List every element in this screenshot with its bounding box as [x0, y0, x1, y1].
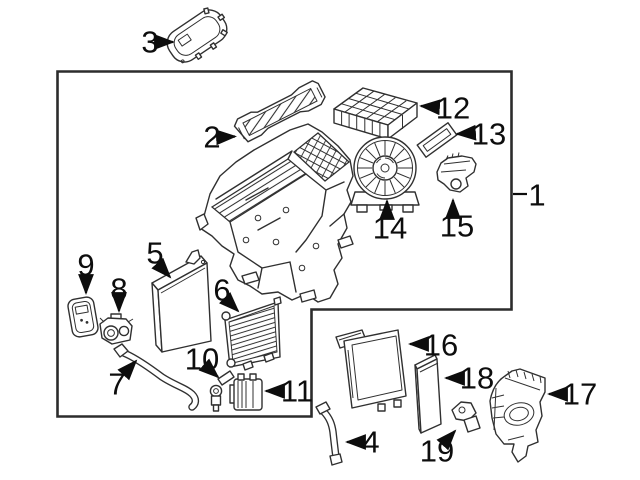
callout-4[interactable]: 4: [345, 425, 380, 460]
callout-14-label[interactable]: 14: [373, 211, 407, 246]
callout-15-label[interactable]: 15: [440, 209, 474, 244]
callout-9-label[interactable]: 9: [77, 248, 94, 283]
callout-2-arrow: [215, 129, 237, 146]
callout-6-label[interactable]: 6: [213, 273, 230, 308]
callout-18[interactable]: 18: [444, 361, 494, 396]
callout-5-arrow: [151, 257, 172, 279]
callout-3[interactable]: 3: [141, 25, 175, 60]
callout-10-arrow: [198, 358, 220, 379]
part-18-filter-element: [414, 354, 442, 434]
callout-12-arrow: [419, 99, 441, 116]
part-4-drain-hose: [315, 401, 343, 466]
callout-5[interactable]: 5: [146, 236, 172, 279]
callout-13-label[interactable]: 13: [472, 117, 506, 152]
callout-16-label[interactable]: 16: [424, 328, 458, 363]
callout-6-arrow: [219, 292, 240, 313]
callout-17-label[interactable]: 17: [563, 377, 597, 412]
part-16-lower-duct-housing: [335, 329, 407, 412]
callout-16[interactable]: 16: [408, 328, 458, 363]
callout-6[interactable]: 6: [213, 273, 240, 313]
part-19-sensor: [451, 401, 481, 433]
part-8-servo-motor: [99, 313, 134, 345]
part-10-drain-valve: [209, 370, 235, 412]
part-9-control-module: [67, 296, 99, 338]
callout-2[interactable]: 2: [203, 120, 237, 155]
callout-13-arrow: [455, 124, 477, 141]
callout-8[interactable]: 8: [110, 272, 128, 313]
part-17-actuator-housing: [489, 368, 546, 463]
part-5-evaporator-core: [151, 249, 212, 353]
callout-10[interactable]: 10: [185, 342, 220, 379]
callout-2-label[interactable]: 2: [203, 120, 220, 155]
part-3-mounting-seal: [166, 7, 228, 64]
callout-13[interactable]: 13: [455, 117, 506, 152]
callout-19[interactable]: 19: [420, 429, 457, 469]
part-7-drain-hose: [113, 343, 200, 411]
callout-12[interactable]: 12: [419, 91, 470, 126]
callout-11-label[interactable]: 11: [281, 374, 313, 409]
part-2-cover-grille: [233, 80, 326, 143]
part-15-blower-regulator: [436, 152, 477, 193]
part-13-seal-strip: [416, 122, 458, 158]
callout-3-label[interactable]: 3: [141, 25, 158, 60]
callout-17[interactable]: 17: [547, 377, 597, 412]
hvac-case-drawing: [195, 123, 354, 303]
part-11-expansion-valve: [229, 373, 263, 411]
callout-19-arrow: [436, 429, 457, 451]
callout-19-label[interactable]: 19: [420, 434, 454, 469]
callout-5-label[interactable]: 5: [146, 236, 163, 271]
callout-4-label[interactable]: 4: [362, 425, 379, 460]
callout-14[interactable]: 14: [373, 199, 407, 246]
callout-1[interactable]: 1: [513, 178, 546, 213]
callout-7-label[interactable]: 7: [108, 367, 125, 402]
callout-7-arrow: [117, 359, 138, 381]
callout-15[interactable]: 15: [440, 198, 474, 244]
callout-12-label[interactable]: 12: [436, 91, 470, 126]
callout-9[interactable]: 9: [77, 248, 95, 295]
part-12-cabin-air-filter: [333, 87, 418, 140]
part-14-blower-motor: [350, 136, 420, 213]
callout-8-label[interactable]: 8: [110, 272, 127, 307]
callout-18-label[interactable]: 18: [460, 361, 494, 396]
part-6-heater-core: [221, 296, 282, 371]
callout-7[interactable]: 7: [108, 359, 138, 402]
callout-11[interactable]: 11: [264, 374, 313, 409]
callout-10-label[interactable]: 10: [185, 342, 219, 377]
callout-1-label[interactable]: 1: [528, 178, 545, 213]
